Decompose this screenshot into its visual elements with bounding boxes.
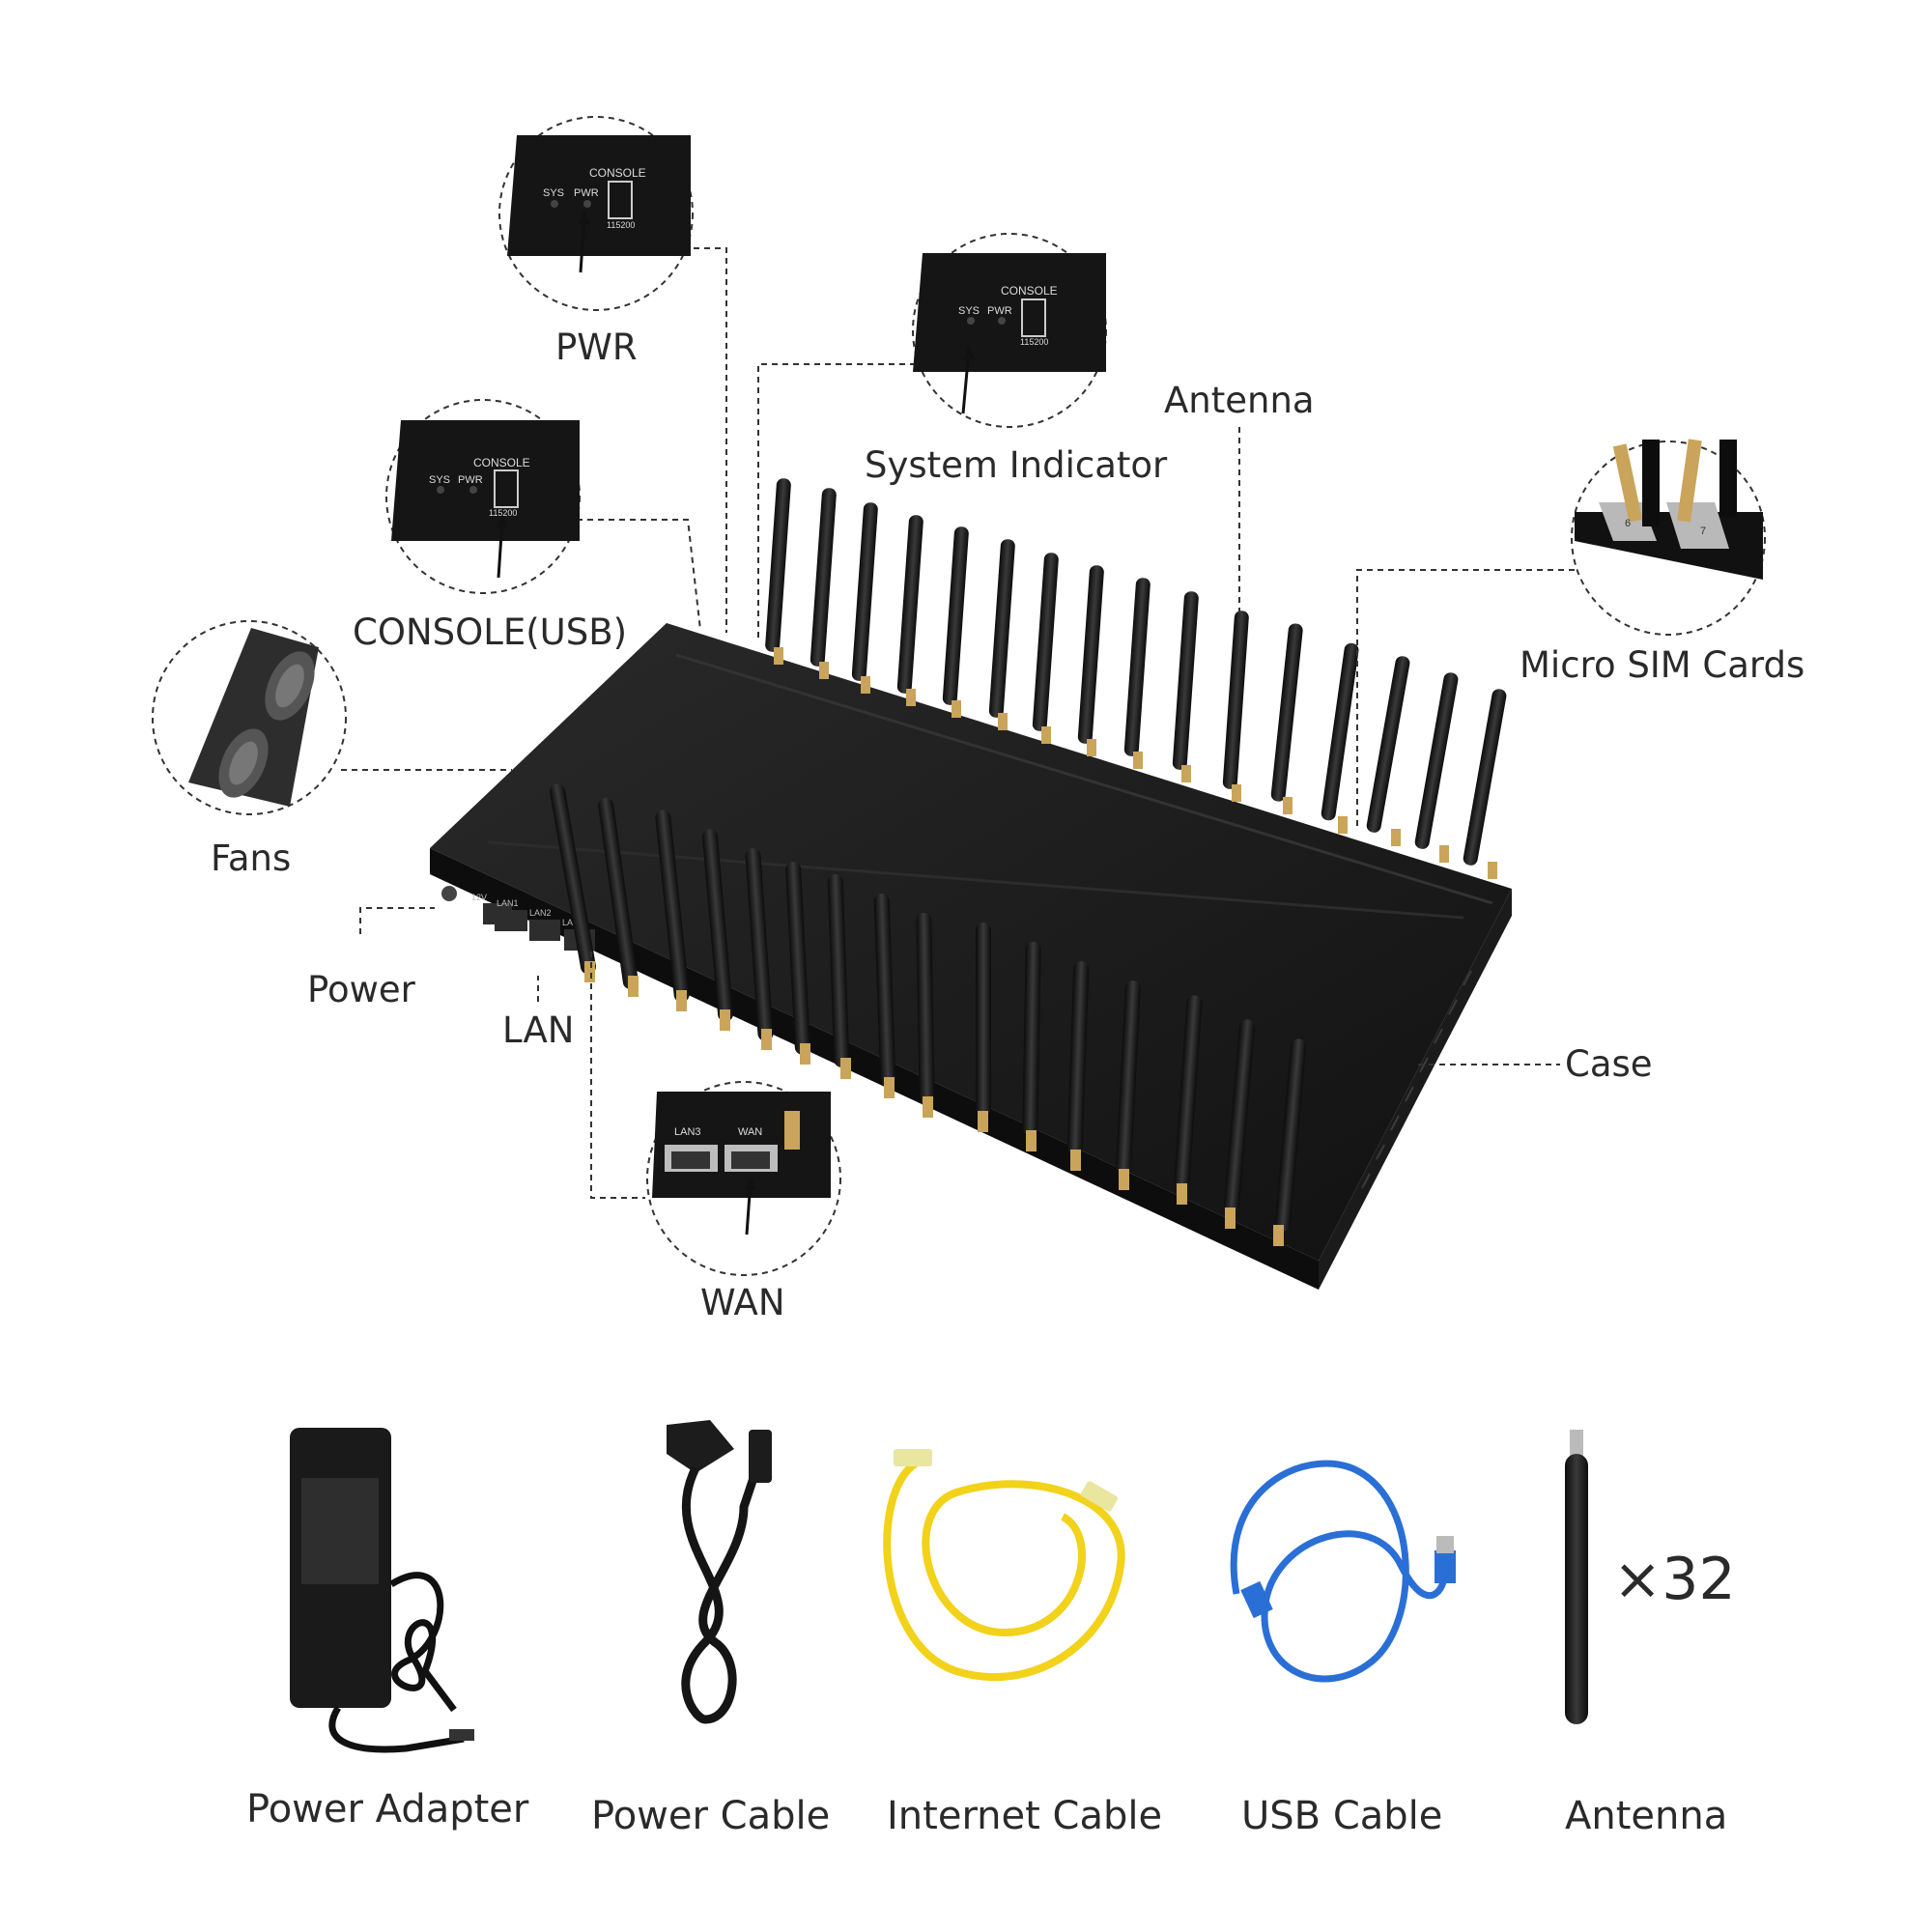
sim-7-text: 7 — [1700, 526, 1706, 537]
front-ports: 12V LAN1 LAN2 LAN3 — [441, 886, 595, 951]
callout-leaders — [341, 247, 1575, 1199]
pwr-text: PWR — [574, 187, 599, 199]
callout-console: CONSOLE(USB) — [353, 611, 628, 653]
callout-power: Power — [307, 969, 415, 1010]
callout-case: Case — [1565, 1043, 1653, 1085]
antenna-accessory-image — [1565, 1430, 1588, 1724]
console-text-3: CONSOLE — [473, 456, 530, 469]
callout-fans: Fans — [211, 838, 292, 879]
pwr-text-3: PWR — [458, 474, 483, 486]
power-cable-image — [667, 1420, 772, 1724]
power-adapter-image — [290, 1428, 474, 1753]
baud-text-3: 115200 — [489, 508, 517, 518]
sim-6-text: 6 — [1625, 518, 1631, 529]
back-antennas — [765, 478, 1507, 879]
sys-text: SYS — [543, 187, 564, 199]
pwr-text-2: PWR — [987, 305, 1012, 317]
antenna-quantity: ×32 — [1613, 1546, 1736, 1613]
callout-lan: LAN — [502, 1009, 575, 1051]
sys-text-2: SYS — [958, 305, 980, 317]
system-indicator-callout-circle: CONSOLE SYS PWR 115200 — [912, 233, 1107, 428]
callout-pwr: PWR — [555, 327, 638, 368]
label-lan1: LAN1 — [497, 898, 519, 908]
console-text-2: CONSOLE — [1001, 284, 1058, 298]
fans-callout-circle — [152, 620, 347, 815]
usb-cable-image — [1230, 1460, 1456, 1683]
caption-power-cable: Power Cable — [591, 1794, 831, 1838]
label-12v: 12V — [471, 893, 487, 902]
console-text: CONSOLE — [589, 166, 646, 180]
front-antennas — [550, 783, 1307, 1246]
console-callout-circle: CONSOLE SYS PWR 115200 — [385, 399, 581, 594]
sys-text-3: SYS — [429, 474, 450, 486]
baud-text: 115200 — [607, 220, 635, 230]
callout-micro-sim: Micro SIM Cards — [1520, 644, 1805, 686]
internet-cable-image — [883, 1449, 1125, 1682]
callout-system-indicator: System Indicator — [865, 444, 1168, 486]
sim-callout-circle: 6 7 — [1571, 439, 1766, 636]
baud-text-2: 115200 — [1020, 337, 1048, 347]
callout-antenna: Antenna — [1164, 380, 1315, 421]
wan-callout-circle: LAN3 WAN — [646, 1081, 841, 1276]
pwr-callout-circle: CONSOLE SYS PWR 115200 — [498, 116, 694, 311]
caption-usb-cable: USB Cable — [1241, 1794, 1443, 1838]
caption-internet-cable: Internet Cable — [887, 1794, 1163, 1838]
wan-text: WAN — [738, 1126, 762, 1138]
caption-antenna: Antenna — [1565, 1794, 1728, 1838]
callout-wan: WAN — [700, 1282, 785, 1323]
caption-power-adapter: Power Adapter — [246, 1787, 529, 1832]
label-lan2: LAN2 — [529, 908, 552, 918]
lan3-text: LAN3 — [674, 1126, 701, 1138]
